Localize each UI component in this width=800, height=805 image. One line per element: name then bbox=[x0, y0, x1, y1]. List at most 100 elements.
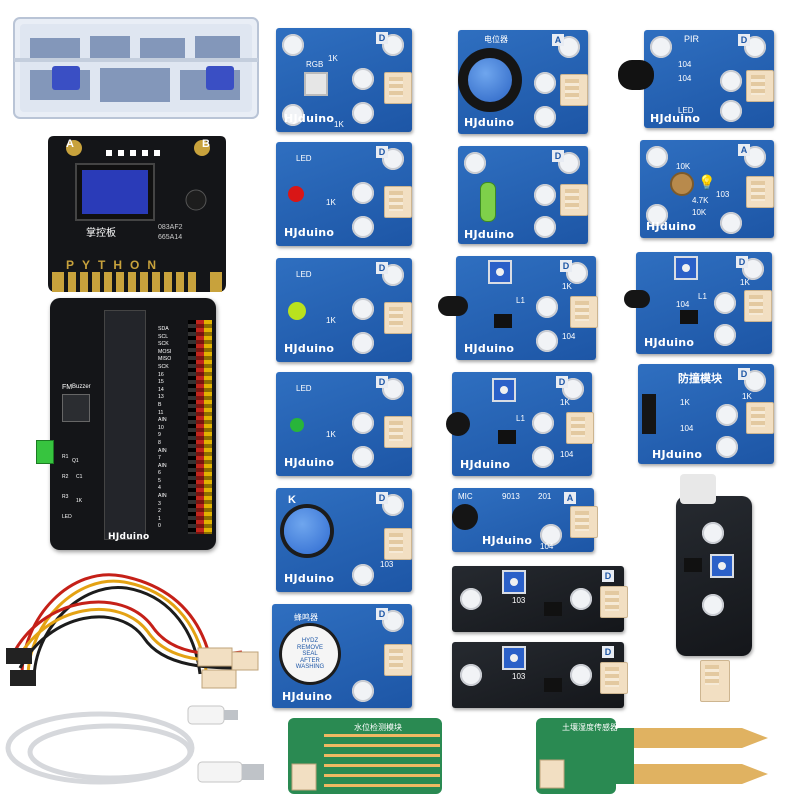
led-label: LED bbox=[678, 106, 694, 115]
tilt-switch-module: D HJduino bbox=[458, 146, 588, 244]
resistor-label: 1K bbox=[326, 198, 336, 207]
mount-hole bbox=[352, 298, 374, 320]
connector bbox=[566, 412, 594, 444]
transistor-label: 9013 bbox=[502, 492, 520, 501]
resistor-label: 10K bbox=[676, 162, 691, 171]
connector bbox=[384, 186, 412, 218]
expansion-brand: HJduino bbox=[108, 532, 150, 542]
mount-hole bbox=[352, 332, 374, 354]
button-a-label: A bbox=[66, 138, 74, 150]
led-title: LED bbox=[296, 154, 312, 163]
collision-sensor-module: D 防撞模块 1K 104 1K HJduino bbox=[638, 364, 774, 464]
signal-letter: D bbox=[560, 260, 572, 272]
usb-cable bbox=[0, 700, 270, 800]
connector bbox=[600, 662, 628, 694]
resistor-label: 1K bbox=[742, 392, 752, 401]
signal-letter: D bbox=[602, 570, 614, 582]
brand-label: HJduino bbox=[464, 228, 515, 241]
pin-label: SCK bbox=[158, 363, 169, 370]
mount-hole bbox=[714, 292, 736, 314]
resistor-label: 103 bbox=[716, 190, 730, 199]
potentiometer-module: A 电位器 HJduino bbox=[458, 30, 588, 134]
connector bbox=[384, 416, 412, 448]
red-led-module: D LED 1K HJduino bbox=[276, 142, 412, 246]
mount-hole bbox=[282, 34, 304, 56]
microphone-module: A MIC 9013 201 104 HJduino bbox=[452, 488, 598, 552]
comparator-chip bbox=[494, 314, 512, 328]
buzzer-label: Buzzer bbox=[72, 384, 91, 390]
mount-hole bbox=[282, 104, 304, 126]
buzzer-title: 蜂鸣器 bbox=[294, 613, 318, 622]
push-button-cap bbox=[284, 508, 330, 554]
mount-hole bbox=[720, 70, 742, 92]
trim-pot bbox=[488, 260, 512, 284]
signal-letter: D bbox=[376, 376, 388, 388]
q1-label: Q1 bbox=[72, 458, 79, 464]
mount-hole bbox=[352, 564, 374, 586]
resistor-label: 1K bbox=[740, 278, 750, 287]
mount-hole bbox=[720, 212, 742, 234]
light-sensor-module: A 💡 10K 4.7K 103 10K HJduino bbox=[640, 140, 774, 238]
mount-hole bbox=[532, 446, 554, 468]
mount-hole bbox=[460, 588, 482, 610]
capacitor-label: 104 bbox=[562, 332, 576, 341]
brand-label: HJduino bbox=[644, 336, 695, 349]
sticker-line: WASHING bbox=[295, 664, 325, 671]
red-led-component bbox=[288, 186, 304, 202]
buzzer-component bbox=[282, 626, 338, 682]
pin-label: AIN bbox=[158, 447, 167, 454]
mount-hole bbox=[352, 680, 374, 702]
sticker-line: REMOVE bbox=[296, 644, 323, 651]
trim-pot bbox=[502, 646, 526, 670]
brand-label: HJduino bbox=[284, 342, 335, 355]
pir-title: PIR bbox=[684, 34, 700, 44]
green-led-component bbox=[36, 440, 54, 464]
resistor-label: 4.7K bbox=[692, 196, 709, 205]
resistor-label: 1K bbox=[562, 282, 572, 291]
ir-led-pair-component bbox=[680, 474, 716, 504]
soil-moisture-sensor-drawing bbox=[536, 718, 768, 794]
pin-label: 2 bbox=[158, 508, 161, 515]
connector bbox=[384, 644, 412, 676]
ir-receiver-component bbox=[438, 296, 468, 316]
led-label: LED bbox=[62, 514, 72, 520]
knob-icon bbox=[468, 58, 512, 102]
buzzer-component bbox=[62, 394, 90, 422]
mount-hole bbox=[646, 146, 668, 168]
led-title: LED bbox=[296, 270, 312, 279]
rgb-led-component bbox=[304, 72, 328, 96]
brand-label: HJduino bbox=[464, 342, 515, 355]
collision-title: 防撞模块 bbox=[678, 373, 722, 385]
signal-letter: A bbox=[738, 144, 750, 156]
connector bbox=[570, 506, 598, 538]
flame-sensor-module: D 103 bbox=[452, 566, 628, 632]
light-bulb-icon: 💡 bbox=[698, 174, 716, 190]
connector bbox=[700, 660, 730, 702]
mount-hole bbox=[716, 404, 738, 426]
mount-hole bbox=[534, 106, 556, 128]
mount-hole bbox=[570, 664, 592, 686]
pin-label: SCK bbox=[158, 341, 169, 348]
sticker-line: AFTER bbox=[300, 657, 320, 664]
mount-hole bbox=[534, 72, 556, 94]
inductor-label: L1 bbox=[516, 296, 525, 305]
comparator-chip bbox=[680, 310, 698, 324]
resistor-label: 10K bbox=[692, 208, 707, 217]
pin-label: 0 bbox=[158, 523, 161, 530]
resistor-label: 1K bbox=[326, 316, 336, 325]
inductor-label: L1 bbox=[698, 292, 707, 301]
pin-label: 9 bbox=[158, 432, 161, 439]
resistor-label: 103 bbox=[380, 560, 394, 569]
microphone-component bbox=[452, 504, 478, 530]
pin-label: 16 bbox=[158, 371, 164, 378]
brand-label: HJduino bbox=[464, 116, 515, 129]
pin-label: 3 bbox=[158, 500, 161, 507]
mount-hole bbox=[352, 182, 374, 204]
pin-header-red bbox=[196, 320, 204, 534]
mount-hole bbox=[702, 522, 724, 544]
mount-hole bbox=[534, 184, 556, 206]
connector bbox=[746, 402, 774, 434]
mount-hole bbox=[536, 296, 558, 318]
capacitor-label: 104 bbox=[560, 450, 574, 459]
water-level-sensor: 水位检测模块 bbox=[288, 718, 442, 794]
